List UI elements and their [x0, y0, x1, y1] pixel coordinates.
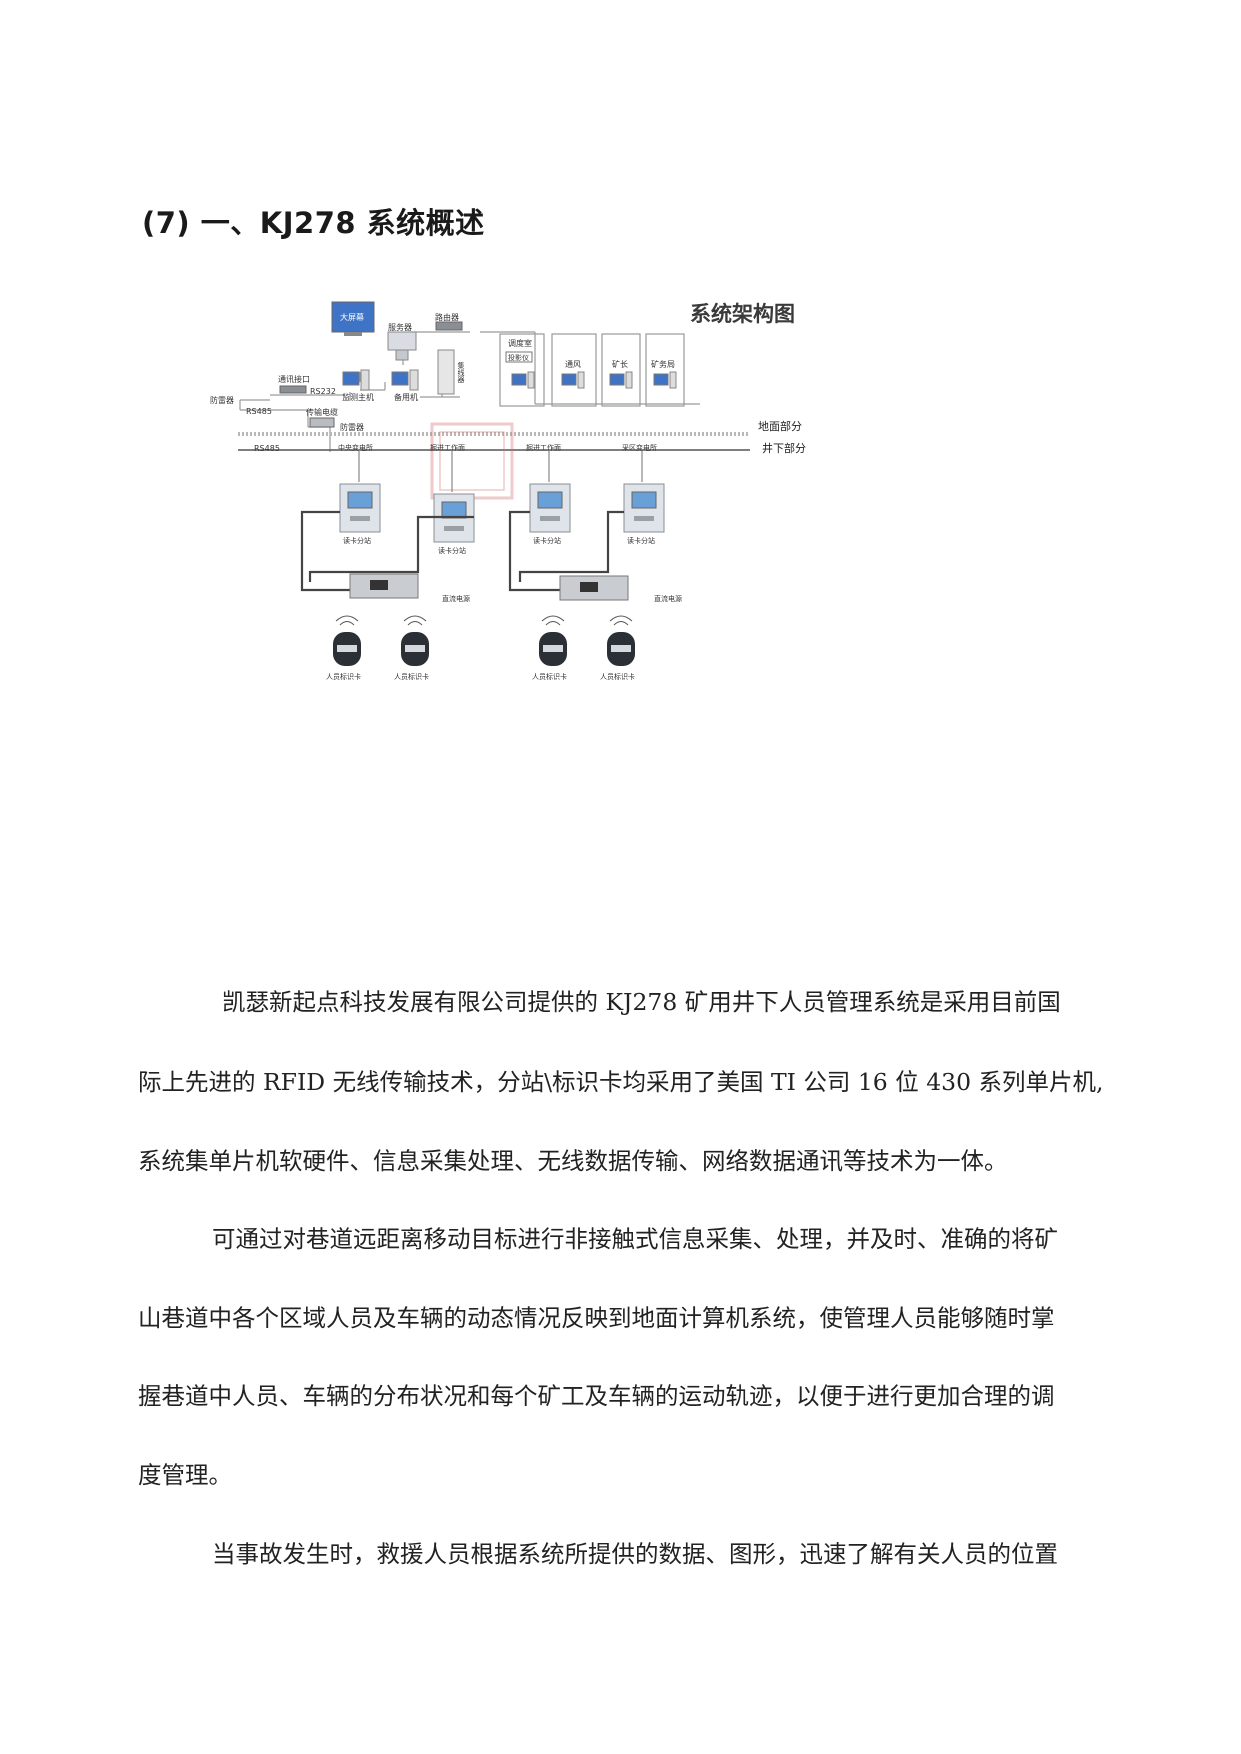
- system-architecture-diagram: 系统架构图 大屏幕 服务器 路由器 集线器 监测主机 备用机 调度室 投影仪 通…: [210, 292, 835, 770]
- arrester-label-1: 防雷器: [210, 396, 234, 405]
- transmission-cable-label: 传输电缆: [306, 408, 338, 417]
- station-label-2: 读卡分站: [438, 547, 466, 555]
- station-label-3: 读卡分站: [533, 537, 561, 545]
- paragraph-2-line-3: 握巷道中人员、车辆的分布状况和每个矿工及车辆的运动轨迹，以便于进行更加合理的调: [138, 1382, 1055, 1410]
- station-label-4: 读卡分站: [627, 537, 655, 545]
- rs232-label: RS232: [310, 387, 336, 396]
- rs485-label-2: RS485: [254, 444, 280, 453]
- paragraph-2-line-4: 度管理。: [138, 1461, 232, 1489]
- comm-interface-label: 通讯接口: [278, 375, 310, 384]
- ground-zone-label: 地面部分: [758, 420, 802, 433]
- paragraph-1-line-2: 际上先进的 RFID 无线传输技术，分站\标识卡均采用了美国 TI 公司 16 …: [138, 1068, 1104, 1096]
- bus-label-2: 掘进工作面: [430, 444, 465, 452]
- paragraph-1-line-3: 系统集单片机软硬件、信息采集处理、无线数据传输、网络数据通讯等技术为一体。: [138, 1147, 1008, 1175]
- server-label: 服务器: [388, 323, 412, 332]
- paragraph-2-line-1: 可通过对巷道远距离移动目标进行非接触式信息采集、处理，并及时、准确的将矿: [212, 1225, 1058, 1253]
- big-screen-label: 大屏幕: [340, 313, 364, 322]
- mine-manager-label: 矿长: [612, 360, 628, 369]
- card-label-3: 人员标识卡: [532, 673, 567, 681]
- switch-label: 集线器: [457, 362, 465, 383]
- ventilation-label: 通风: [565, 360, 581, 369]
- card-label-4: 人员标识卡: [600, 673, 635, 681]
- dispatch-room-label: 调度室: [508, 339, 532, 348]
- rs485-label-1: RS485: [246, 407, 272, 416]
- mine-bureau-label: 矿务局: [651, 360, 675, 369]
- paragraph-2-line-2: 山巷道中各个区域人员及车辆的动态情况反映到地面计算机系统，使管理人员能够随时掌: [138, 1304, 1055, 1332]
- underground-zone-label: 井下部分: [762, 442, 806, 455]
- card-label-2: 人员标识卡: [394, 673, 429, 681]
- bus-label-1: 中央变电所: [338, 444, 373, 452]
- paragraph-3-line-1: 当事故发生时，救援人员根据系统所提供的数据、图形，迅速了解有关人员的位置: [212, 1540, 1058, 1568]
- diagram-drawing: [238, 301, 750, 666]
- arrester-label-2: 防雷器: [340, 423, 364, 432]
- station-label-1: 读卡分站: [343, 537, 371, 545]
- card-label-1: 人员标识卡: [326, 673, 361, 681]
- bus-label-3: 掘进工作面: [526, 444, 561, 452]
- diagram-title: 系统架构图: [690, 302, 795, 326]
- backup-host-label: 备用机: [394, 393, 418, 402]
- paragraph-1-line-1: 凯瑟新起点科技发展有限公司提供的 KJ278 矿用井下人员管理系统是采用目前国: [222, 988, 1061, 1016]
- projector-label: 投影仪: [508, 354, 529, 362]
- station-boxes: [339, 483, 665, 543]
- router-label: 路由器: [435, 313, 459, 322]
- monitor-host-label: 监测主机: [342, 393, 374, 402]
- section-heading: (7) 一、KJ278 系统概述: [142, 206, 485, 240]
- bus-label-4: 采区变电所: [622, 444, 657, 452]
- power-label-1: 直流电源: [442, 595, 470, 603]
- power-label-2: 直流电源: [654, 595, 682, 603]
